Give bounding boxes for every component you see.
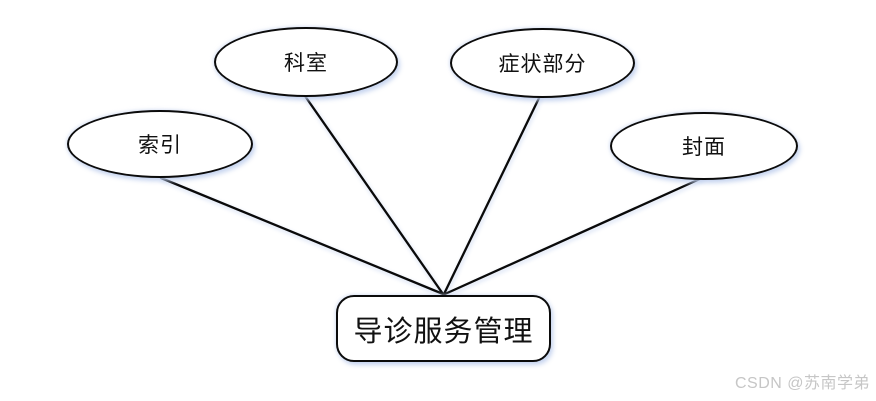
node-symptom-label: 症状部分 bbox=[498, 52, 587, 76]
node-center: 导诊服务管理 bbox=[336, 295, 551, 362]
edge-symptom-center bbox=[442, 94, 542, 296]
edge-cover-center bbox=[443, 176, 704, 296]
edge-department-center bbox=[303, 94, 445, 296]
csdn-watermark: CSDN @苏南学弟 bbox=[734, 375, 870, 392]
edge-index-center bbox=[159, 176, 445, 296]
node-department-label: 科室 bbox=[284, 51, 328, 75]
node-department: 科室 bbox=[214, 27, 398, 97]
node-symptom: 症状部分 bbox=[450, 28, 635, 98]
node-index: 索引 bbox=[67, 110, 253, 178]
node-cover-label: 封面 bbox=[682, 135, 726, 159]
node-center-label: 导诊服务管理 bbox=[353, 315, 534, 348]
node-index-label: 索引 bbox=[138, 133, 182, 157]
node-cover: 封面 bbox=[610, 112, 798, 180]
